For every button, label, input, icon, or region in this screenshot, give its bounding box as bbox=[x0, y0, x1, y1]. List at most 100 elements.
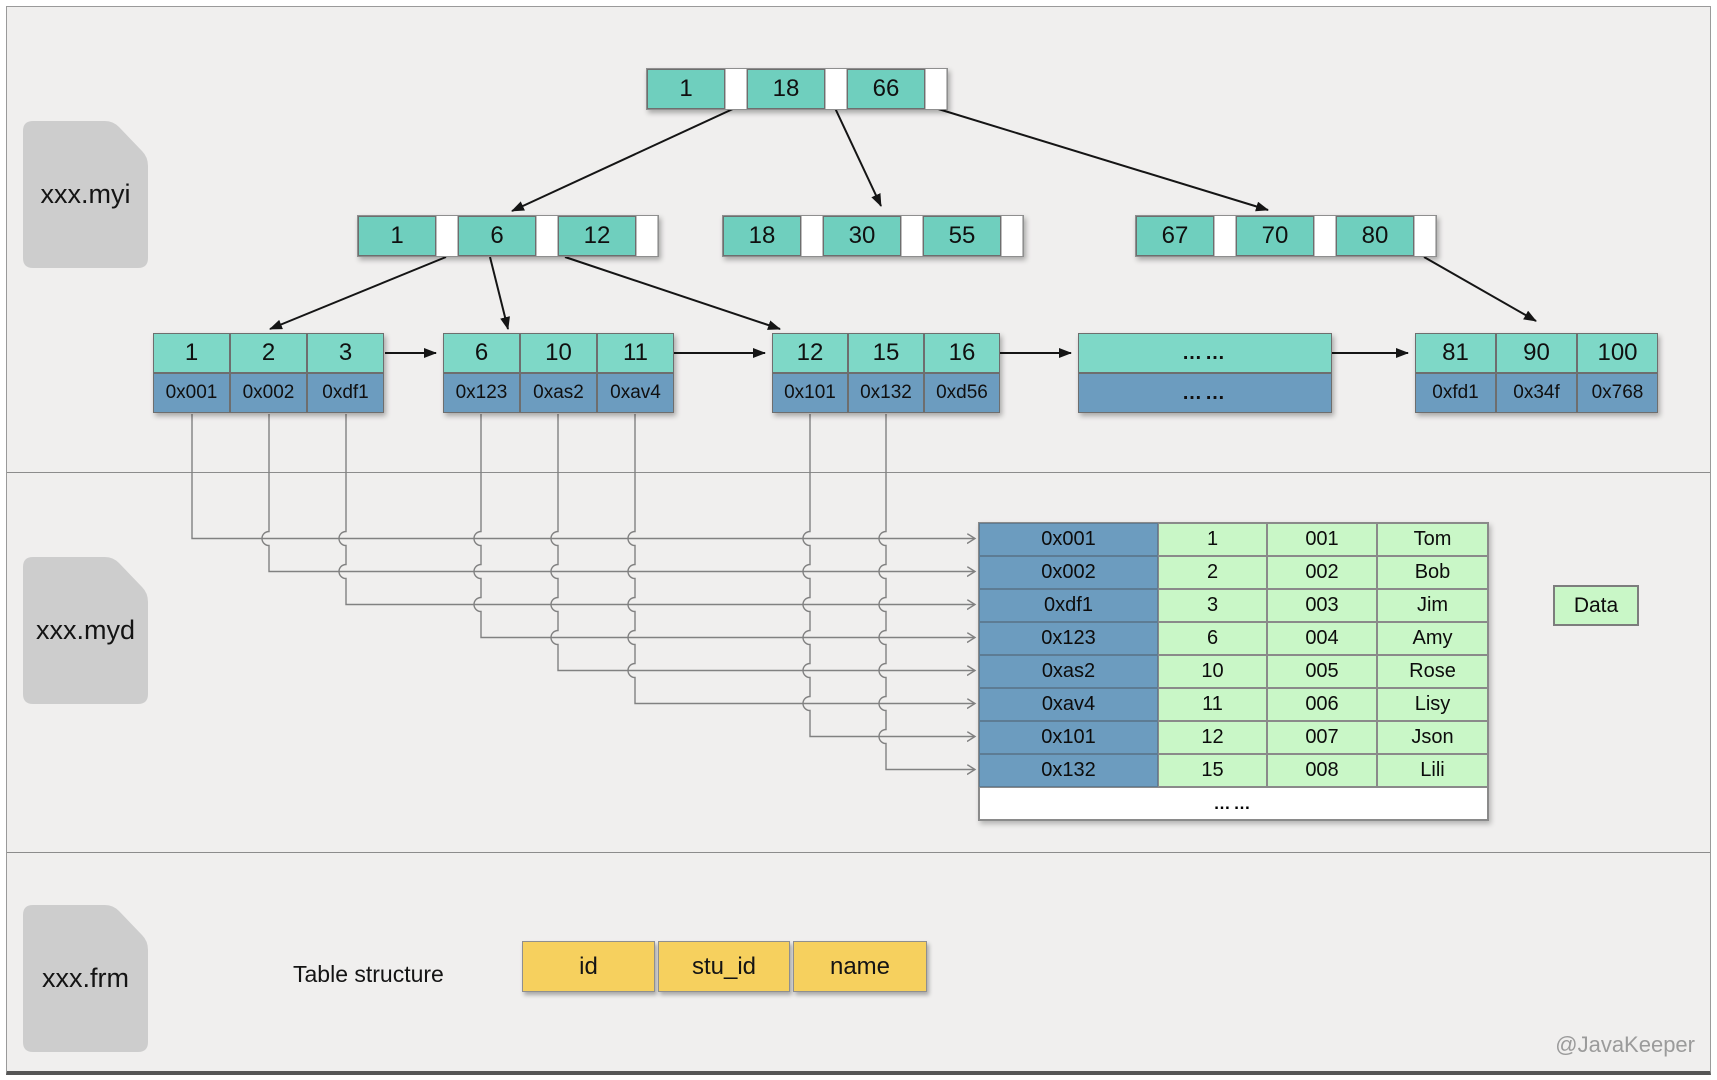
watermark: @JavaKeeper bbox=[1555, 1032, 1695, 1057]
leaf-node-4-addr-row: …… bbox=[1078, 373, 1332, 413]
internal-node-3-key: 67 bbox=[1136, 216, 1214, 256]
leaf-node-1-key: 3 bbox=[307, 333, 384, 373]
internal-node-2-key: 55 bbox=[923, 216, 1001, 256]
table-cell-addr: 0xav4 bbox=[979, 688, 1158, 721]
data-legend-label: Data bbox=[1573, 593, 1619, 617]
section-divider-myi-myd bbox=[7, 472, 1710, 473]
leaf-node-5-key: 90 bbox=[1496, 333, 1577, 373]
table-cell-id: 6 bbox=[1158, 622, 1267, 655]
leaf-node-1-record-address: 0xdf1 bbox=[307, 373, 384, 413]
leaf-node-3-key: 12 bbox=[772, 333, 848, 373]
table-cell-addr: 0xdf1 bbox=[979, 589, 1158, 622]
root-node-pointer-slot bbox=[825, 69, 847, 109]
table-cell-addr: 0x002 bbox=[979, 556, 1158, 589]
table-cell-id: 3 bbox=[1158, 589, 1267, 622]
leaf-node-1-key: 1 bbox=[153, 333, 230, 373]
file-icon-frm: xxx.frm bbox=[23, 905, 148, 1052]
table-cell-stu-id: 002 bbox=[1267, 556, 1377, 589]
table-cell-name: Amy bbox=[1377, 622, 1488, 655]
leaf-node-2-record-address: 0x123 bbox=[443, 373, 520, 413]
table-cell-id: 10 bbox=[1158, 655, 1267, 688]
file-label-frm: xxx.frm bbox=[42, 963, 129, 993]
leaf-node-4-record-address: …… bbox=[1078, 373, 1332, 413]
table-cell-name: Lisy bbox=[1377, 688, 1488, 721]
leaf-node-1-record-address: 0x002 bbox=[230, 373, 307, 413]
table-cell-stu-id: 008 bbox=[1267, 754, 1377, 787]
file-label-myi: xxx.myi bbox=[40, 179, 131, 209]
internal-node-3-key: 70 bbox=[1236, 216, 1314, 256]
internal-node-2-key: 18 bbox=[723, 216, 801, 256]
table-cell-stu-id: 001 bbox=[1267, 523, 1377, 556]
table-cell-name: Bob bbox=[1377, 556, 1488, 589]
table-cell-name: Json bbox=[1377, 721, 1488, 754]
internal-node-2-pointer-slot bbox=[901, 216, 923, 256]
internal-node-3-pointer-slot bbox=[1314, 216, 1336, 256]
root-node-key: 1 bbox=[647, 69, 725, 109]
table-cell-id: 12 bbox=[1158, 721, 1267, 754]
root-node-key: 18 bbox=[747, 69, 825, 109]
leaf-node-5-record-address: 0x34f bbox=[1496, 373, 1577, 413]
table-cell-stu-id: 003 bbox=[1267, 589, 1377, 622]
leaf-node-1-record-address: 0x001 bbox=[153, 373, 230, 413]
internal-node-2-pointer-slot bbox=[801, 216, 823, 256]
table-cell-stu-id: 006 bbox=[1267, 688, 1377, 721]
file-shape-icon bbox=[23, 557, 148, 704]
leaf-node-3-record-address: 0x101 bbox=[772, 373, 848, 413]
section-divider-myd-frm bbox=[7, 852, 1710, 853]
internal-node-1-pointer-slot bbox=[636, 216, 658, 256]
internal-node-2-pointer-slot bbox=[1001, 216, 1023, 256]
table-cell-id: 2 bbox=[1158, 556, 1267, 589]
table-cell-name: Tom bbox=[1377, 523, 1488, 556]
leaf-node-3-record-address: 0xd56 bbox=[924, 373, 1000, 413]
internal-node-2: 18 30 55 bbox=[722, 215, 1024, 257]
internal-node-3-pointer-slot bbox=[1214, 216, 1236, 256]
table-cell-addr: 0x132 bbox=[979, 754, 1158, 787]
file-label-myd: xxx.myd bbox=[35, 615, 135, 645]
table-cell-name: Rose bbox=[1377, 655, 1488, 688]
internal-node-2-key: 30 bbox=[823, 216, 901, 256]
column-cell-name: name bbox=[793, 941, 927, 992]
root-node-pointer-slot bbox=[925, 69, 947, 109]
leaf-node-4: ………… bbox=[1078, 333, 1332, 413]
table-cell-name: Jim bbox=[1377, 589, 1488, 622]
leaf-node-5-record-address: 0x768 bbox=[1577, 373, 1658, 413]
table-ellipsis-row: …… bbox=[979, 787, 1488, 820]
root-node-pointer-slot bbox=[725, 69, 747, 109]
column-cell-id: id bbox=[522, 941, 655, 992]
file-icon-myi: xxx.myi bbox=[23, 121, 148, 268]
leaf-node-3-key: 15 bbox=[848, 333, 924, 373]
leaf-node-4-key-row: …… bbox=[1078, 333, 1332, 373]
leaf-node-4-key: …… bbox=[1078, 333, 1332, 373]
file-icon-myd: xxx.myd bbox=[23, 557, 148, 704]
file-shape-icon bbox=[23, 121, 148, 268]
root-node-key: 66 bbox=[847, 69, 925, 109]
table-cell-id: 11 bbox=[1158, 688, 1267, 721]
leaf-node-1-key: 2 bbox=[230, 333, 307, 373]
table-cell-addr: 0x001 bbox=[979, 523, 1158, 556]
internal-node-1-pointer-slot bbox=[536, 216, 558, 256]
table-cell-stu-id: 007 bbox=[1267, 721, 1377, 754]
table-cell-id: 1 bbox=[1158, 523, 1267, 556]
table-cell-addr: 0x101 bbox=[979, 721, 1158, 754]
leaf-node-3-key: 16 bbox=[924, 333, 1000, 373]
leaf-node-5-key: 100 bbox=[1577, 333, 1658, 373]
table-cell-id: 15 bbox=[1158, 754, 1267, 787]
internal-node-1-pointer-slot bbox=[436, 216, 458, 256]
leaf-node-2-key: 11 bbox=[597, 333, 674, 373]
leaf-node-2-key: 6 bbox=[443, 333, 520, 373]
